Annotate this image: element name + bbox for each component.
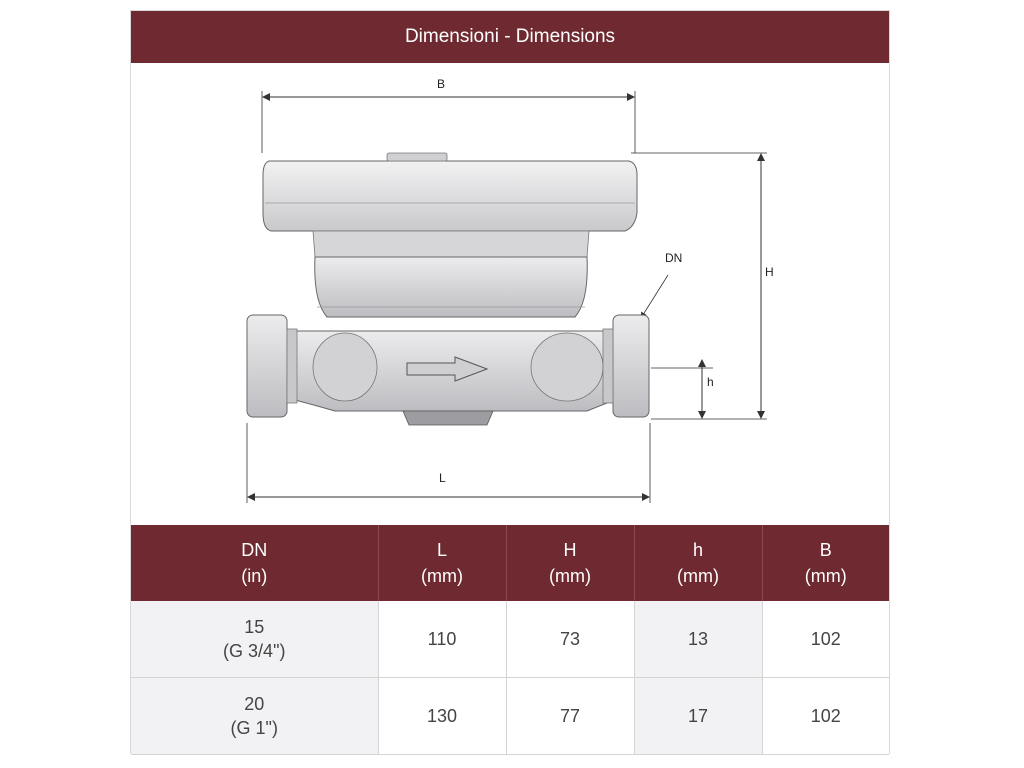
header-B: B (mm) (762, 525, 889, 601)
table-header-row: DN (in) L (mm) H (mm) h (mm) B (mm) (131, 525, 889, 601)
header-dn-name: DN (241, 540, 268, 560)
header-h-unit: (mm) (677, 566, 719, 586)
right-connection (612, 314, 650, 418)
label-L: L (439, 471, 446, 485)
section-title: Dimensioni - Dimensions (131, 11, 889, 63)
header-H-name: H (563, 540, 577, 560)
flow-arrow (406, 356, 489, 382)
cell-dn: 20 (G 1") (131, 677, 379, 755)
dimensions-table: DN (in) L (mm) H (mm) h (mm) B (mm) (131, 525, 889, 755)
cell-dn: 15 (G 3/4") (131, 601, 379, 678)
meter-cap (262, 160, 638, 232)
meter-dimension-drawing: B H DN h L (131, 63, 889, 525)
header-B-name: B (819, 540, 832, 560)
cell-H: 77 (506, 677, 635, 755)
cell-dn-thread: (G 3/4") (223, 641, 286, 661)
header-L: L (mm) (378, 525, 507, 601)
meter-collar (312, 230, 590, 258)
header-H-unit: (mm) (549, 566, 591, 586)
label-B: B (437, 77, 446, 91)
meter-drawing-svg (246, 91, 767, 503)
dimensions-sheet: Dimensioni - Dimensions (130, 10, 890, 755)
label-H: H (765, 265, 774, 279)
dn-leader (640, 274, 669, 319)
meter-body (314, 256, 588, 318)
table-row: 20 (G 1") 130 77 17 102 (131, 677, 889, 755)
header-L-name: L (436, 540, 447, 560)
header-dn-unit: (in) (241, 566, 268, 586)
header-dn: DN (in) (131, 525, 379, 601)
label-h: h (707, 375, 714, 389)
cell-dn-size: 20 (244, 694, 265, 714)
cell-dn-thread: (G 1") (230, 718, 278, 738)
cell-L: 110 (378, 601, 507, 678)
header-h-name: h (692, 540, 703, 560)
cell-B: 102 (762, 677, 889, 755)
header-L-unit: (mm) (421, 566, 463, 586)
left-connection (246, 314, 288, 418)
header-B-unit: (mm) (804, 566, 847, 586)
header-H: H (mm) (506, 525, 635, 601)
table-row: 15 (G 3/4") 110 73 13 102 (131, 601, 889, 678)
section-title-text: Dimensioni - Dimensions (404, 26, 616, 47)
cell-h: 17 (634, 677, 763, 755)
label-DN: DN (665, 251, 683, 265)
cell-h: 13 (634, 601, 763, 678)
header-h: h (mm) (634, 525, 763, 601)
cell-H: 73 (506, 601, 635, 678)
cell-B: 102 (762, 601, 889, 678)
cell-dn-size: 15 (244, 617, 265, 637)
cell-L: 130 (378, 677, 507, 755)
